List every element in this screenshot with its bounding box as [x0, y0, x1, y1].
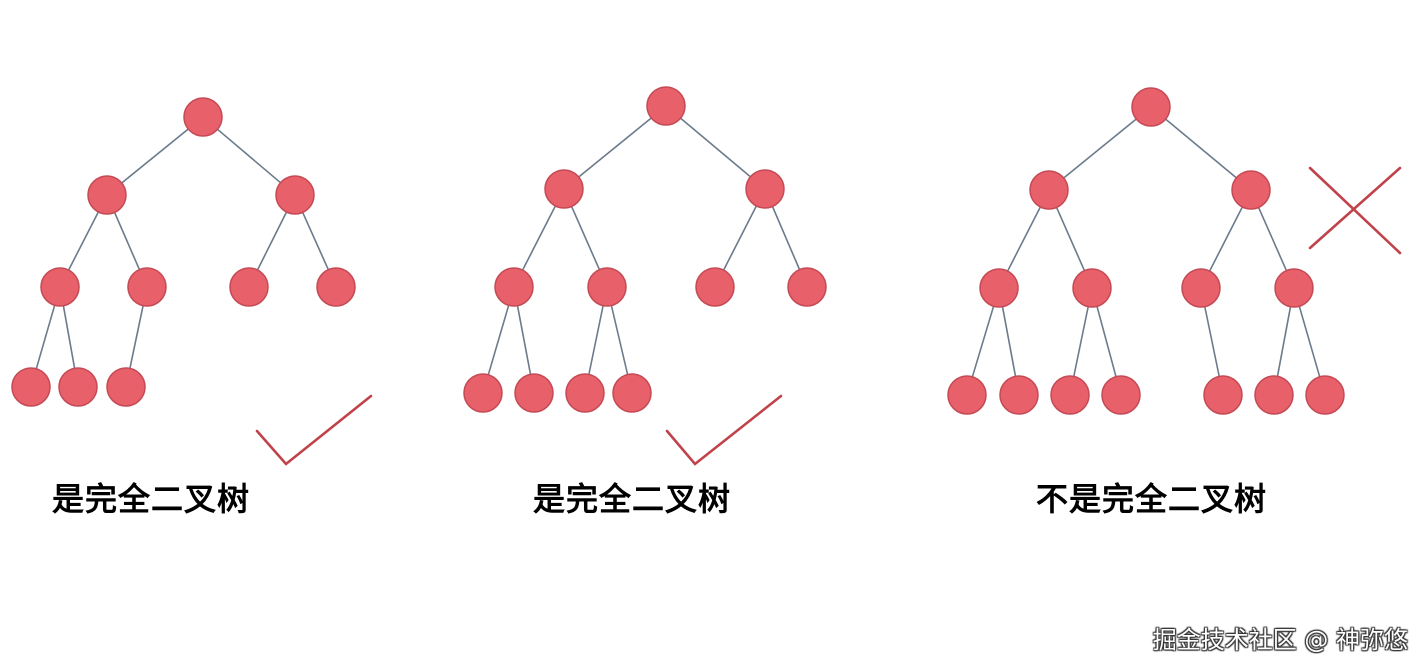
edges-layer [35, 117, 1321, 378]
node-b-7 [787, 267, 827, 307]
edge-c-4-8 [971, 305, 995, 378]
edge-c-5-11 [1096, 306, 1117, 377]
node-c-15 [1305, 375, 1345, 415]
node-b-9 [514, 373, 554, 413]
edge-a-2-4 [67, 211, 100, 271]
node-c-11 [1101, 375, 1141, 415]
node-a-1 [183, 97, 223, 137]
node-a-8 [11, 367, 51, 407]
node-b-10 [565, 373, 605, 413]
edge-a-4-8 [35, 304, 56, 370]
node-c-10 [1050, 375, 1090, 415]
edge-b-3-6 [722, 205, 758, 271]
nodes-layer [11, 86, 1345, 415]
edge-c-6-13 [1204, 306, 1220, 377]
edge-b-5-11 [610, 305, 629, 375]
node-b-2 [544, 169, 584, 209]
node-c-8 [947, 375, 987, 415]
edge-c-4-9 [1001, 306, 1017, 377]
caption-tree-b: 是完全二叉树 [533, 480, 732, 518]
edge-b-2-5 [570, 206, 601, 270]
edge-b-5-10 [588, 305, 604, 375]
cross-mark-icon [1308, 166, 1402, 255]
node-b-11 [612, 373, 652, 413]
node-c-6 [1181, 268, 1221, 308]
edge-b-4-8 [487, 304, 510, 376]
node-b-4 [494, 267, 534, 307]
caption-tree-c: 不是完全二叉树 [1036, 480, 1268, 518]
edge-c-2-4 [1006, 206, 1042, 272]
edge-c-3-6 [1208, 206, 1244, 272]
edge-c-5-10 [1073, 306, 1089, 377]
edge-c-1-3 [1165, 118, 1237, 179]
edge-a-4-9 [62, 305, 76, 369]
edge-c-7-14 [1276, 306, 1292, 377]
node-a-2 [87, 175, 127, 215]
node-c-14 [1254, 375, 1294, 415]
node-b-3 [745, 169, 785, 209]
edge-a-3-6 [256, 211, 288, 271]
edge-b-1-3 [680, 117, 751, 178]
caption-tree-a: 是完全二叉树 [52, 480, 251, 518]
node-a-9 [58, 367, 98, 407]
node-b-6 [695, 267, 735, 307]
edge-b-1-2 [578, 117, 652, 178]
marks-layer [255, 166, 1402, 466]
node-c-1 [1131, 87, 1171, 127]
cross-stroke-0 [1308, 166, 1402, 255]
node-c-4 [979, 268, 1019, 308]
node-a-5 [127, 267, 167, 307]
node-b-1 [646, 86, 686, 126]
cross-stroke-1 [1308, 166, 1402, 250]
edge-c-3-7 [1257, 207, 1288, 271]
edge-b-4-9 [516, 305, 532, 375]
edge-a-2-5 [113, 212, 141, 270]
edge-c-2-5 [1055, 207, 1086, 271]
edge-c-1-2 [1063, 118, 1137, 179]
node-a-4 [40, 267, 80, 307]
node-c-9 [999, 375, 1039, 415]
node-a-10 [106, 367, 146, 407]
node-c-5 [1072, 268, 1112, 308]
edge-a-5-10 [129, 305, 144, 369]
node-b-5 [587, 267, 627, 307]
edge-b-3-7 [771, 206, 801, 270]
node-a-7 [316, 267, 356, 307]
watermark: 掘金技术社区 @ 神弥悠 [1152, 626, 1408, 654]
node-a-6 [229, 267, 269, 307]
edge-c-7-15 [1298, 305, 1321, 378]
node-c-13 [1203, 375, 1243, 415]
node-c-2 [1029, 170, 1069, 210]
node-c-7 [1274, 268, 1314, 308]
node-b-8 [463, 373, 503, 413]
check-mark-icon [665, 394, 783, 466]
node-a-3 [275, 175, 315, 215]
edge-a-1-2 [121, 128, 189, 184]
edge-a-3-7 [301, 212, 330, 270]
edge-b-2-4 [521, 205, 557, 271]
node-c-3 [1231, 170, 1271, 210]
edge-a-1-3 [216, 128, 282, 184]
check-mark-icon [255, 394, 373, 466]
